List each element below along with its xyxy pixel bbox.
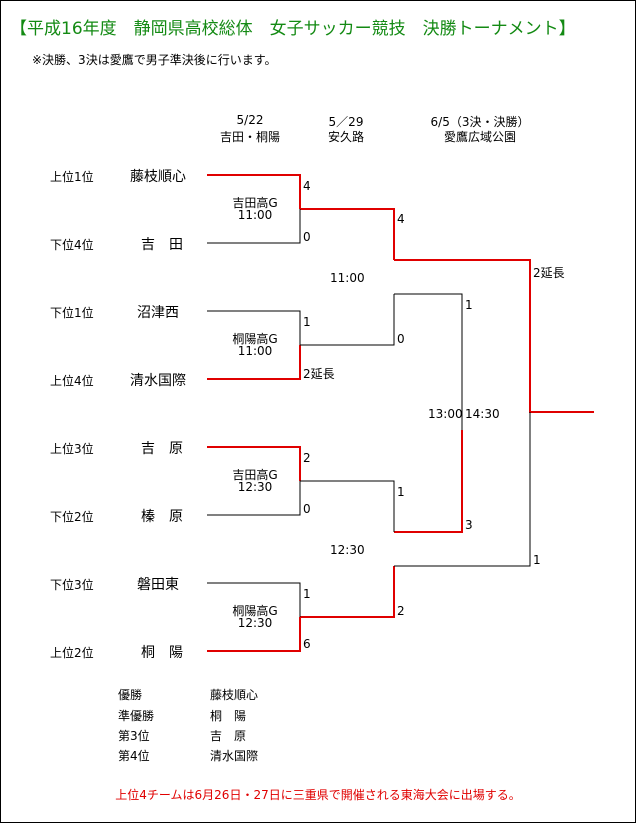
score-r2: 2 bbox=[397, 604, 405, 618]
round3-date: 6/5（3決・決勝） bbox=[430, 115, 530, 129]
bracket-line-winner bbox=[207, 446, 301, 481]
final-time: 14:30 bbox=[465, 407, 500, 421]
score-third-place: 3 bbox=[465, 518, 473, 532]
schedule-note: ※決勝、3決は愛鷹で男子準決後に行います。 bbox=[32, 53, 277, 67]
bracket-line-winner bbox=[394, 430, 463, 533]
third-place-time: 13:00 bbox=[428, 407, 463, 421]
score-r1: 0 bbox=[303, 230, 311, 244]
score-final: 2延長 bbox=[533, 266, 565, 280]
team-rank: 下位3位 bbox=[50, 578, 94, 592]
team-name: 沼津西 bbox=[137, 305, 179, 321]
team-name: 榛 原 bbox=[141, 509, 183, 525]
score-r1: 1 bbox=[303, 587, 311, 601]
score-r1: 6 bbox=[303, 637, 311, 651]
bracket-line bbox=[394, 293, 463, 430]
team-rank: 下位1位 bbox=[50, 306, 94, 320]
score-r2: 1 bbox=[397, 485, 405, 499]
team-name: 桐 陽 bbox=[141, 645, 183, 661]
match-time: 11:00 bbox=[237, 344, 273, 358]
team-name: 清水国際 bbox=[130, 373, 186, 389]
bracket-line-winner bbox=[207, 617, 301, 652]
team-name: 吉 田 bbox=[141, 237, 183, 253]
score-r1: 1 bbox=[303, 315, 311, 329]
round1-venue: 吉田・桐陽 bbox=[219, 130, 280, 144]
match-time: 12:30 bbox=[237, 480, 273, 494]
round3-venue: 愛鷹広域公園 bbox=[443, 130, 516, 144]
bracket-line bbox=[394, 412, 531, 567]
semi-bottom-time: 12:30 bbox=[330, 543, 365, 557]
result-team: 清水国際 bbox=[210, 749, 259, 763]
bracket-line-winner bbox=[207, 345, 301, 380]
score-r2: 0 bbox=[397, 332, 405, 346]
bracket-line-winner bbox=[300, 208, 395, 260]
result-label: 準優勝 bbox=[118, 709, 155, 723]
round1-date: 5/22 bbox=[236, 113, 264, 127]
bracket-line bbox=[300, 294, 395, 346]
bracket-line bbox=[207, 310, 301, 345]
team-rank: 下位2位 bbox=[50, 510, 94, 524]
match-venue: 吉田高G bbox=[232, 468, 278, 482]
score-r1: 4 bbox=[303, 179, 311, 193]
match-time: 12:30 bbox=[237, 616, 273, 630]
result-team: 桐 陽 bbox=[210, 709, 247, 723]
bracket-line-winner bbox=[300, 566, 395, 618]
result-team: 藤枝順心 bbox=[210, 688, 259, 702]
score-r1: 0 bbox=[303, 502, 311, 516]
footer-note: 上位4チームは6月26日・27日に三重県で開催される東海大会に出場する。 bbox=[115, 788, 521, 802]
page-title: 【平成16年度 静岡県高校総体 女子サッカー競技 決勝トーナメント】 bbox=[10, 19, 576, 39]
score-final: 1 bbox=[533, 553, 541, 567]
bracket-line bbox=[207, 209, 301, 244]
bracket-line-winner bbox=[207, 174, 301, 209]
match-venue: 桐陽高G bbox=[232, 332, 278, 346]
result-label: 第4位 bbox=[118, 749, 150, 763]
round2-venue: 安久路 bbox=[327, 130, 364, 144]
team-rank: 上位1位 bbox=[50, 170, 94, 184]
match-venue: 桐陽高G bbox=[232, 604, 278, 618]
match-venue: 吉田高G bbox=[232, 196, 278, 210]
round2-date: 5／29 bbox=[328, 115, 364, 129]
match-time: 11:00 bbox=[237, 208, 273, 222]
result-label: 優勝 bbox=[118, 688, 143, 702]
team-rank: 下位4位 bbox=[50, 238, 94, 252]
team-rank: 上位3位 bbox=[50, 442, 94, 456]
bracket-line bbox=[207, 481, 301, 516]
score-third-place: 1 bbox=[465, 298, 473, 312]
team-name: 藤枝順心 bbox=[130, 169, 186, 185]
result-label: 第3位 bbox=[118, 729, 150, 743]
score-r2: 4 bbox=[397, 212, 405, 226]
result-team: 吉 原 bbox=[210, 729, 247, 743]
team-name: 磐田東 bbox=[137, 577, 179, 593]
score-r1: 2 bbox=[303, 451, 311, 465]
score-r1: 2延長 bbox=[303, 367, 335, 381]
team-rank: 上位2位 bbox=[50, 646, 94, 660]
team-rank: 上位4位 bbox=[50, 374, 94, 388]
bracket-line bbox=[300, 480, 395, 532]
semi-top-time: 11:00 bbox=[330, 271, 365, 285]
bracket-line bbox=[207, 582, 301, 617]
team-name: 吉 原 bbox=[141, 441, 183, 457]
bracket-line-winner bbox=[394, 259, 594, 413]
